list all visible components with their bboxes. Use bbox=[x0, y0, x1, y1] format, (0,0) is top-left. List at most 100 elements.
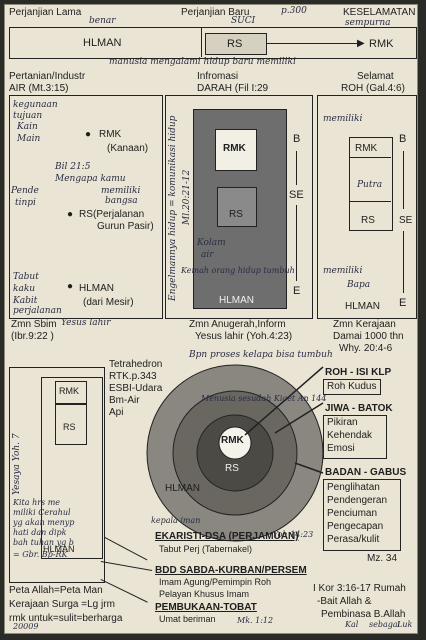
jiwa-box bbox=[323, 415, 387, 459]
col1-rmk-sub: (Kanaan) bbox=[107, 143, 149, 154]
concentric-rings bbox=[146, 364, 324, 542]
api-label: Api bbox=[109, 407, 124, 418]
col3-b-label: B bbox=[399, 133, 407, 145]
ring-rs-label: RS bbox=[225, 463, 239, 474]
jiwa-item-0: Pikiran bbox=[327, 417, 358, 428]
hw-yoh: Yoh 14:23 bbox=[273, 530, 314, 539]
col1-rs-label: RS bbox=[79, 209, 93, 220]
leader-ekaristi bbox=[104, 537, 148, 561]
hw-bl-note-4: bah tuhan yg b bbox=[13, 538, 74, 547]
col2-arrow-lower bbox=[296, 205, 297, 281]
col2-b-label: B bbox=[293, 133, 301, 145]
col3-frame bbox=[317, 95, 417, 319]
hw-col1-note-3: Main bbox=[17, 134, 41, 144]
kor-label: I Kor 3:16-17 Rumah bbox=[313, 583, 406, 594]
col3-footer-3: Why. 20:4-6 bbox=[339, 343, 393, 354]
hw-col1-note-9: tinpi bbox=[15, 198, 36, 208]
col2-hlman-label: HLMAN bbox=[219, 295, 255, 306]
leader-jiwa bbox=[274, 402, 324, 434]
hw-col1-note-5: Mengapa kamu bbox=[55, 174, 126, 184]
ekaristi-label: EKARISTI-DSA (PERJAMUAN) bbox=[155, 531, 299, 542]
badan-label: BADAN - GABUS bbox=[325, 467, 407, 478]
hw-suci: SUCI bbox=[231, 16, 256, 26]
col2-rmk-box bbox=[215, 129, 257, 171]
col3-footer-2: Damai 1000 thn bbox=[333, 331, 404, 342]
bl-line-1: Peta Allah=Peta Man bbox=[9, 585, 103, 596]
col1-hlman-sub: (dari Mesir) bbox=[83, 297, 134, 308]
leader-bdd bbox=[100, 561, 153, 572]
roh-label: ROH - ISI KLP bbox=[325, 367, 392, 378]
top-rmk-label: RMK bbox=[369, 38, 394, 50]
hw-luk: Luk bbox=[397, 620, 413, 629]
hw-col1-note-6: memiliki bbox=[101, 186, 141, 196]
pelayan-label: Pelayan Khusus Imam bbox=[159, 589, 250, 599]
top-arrow-line bbox=[267, 43, 363, 44]
hw-col3-memiliki-2: memiliki bbox=[323, 266, 363, 276]
bl-line-3: rmk untuk=sulit=berharga bbox=[9, 613, 123, 624]
hw-col2-mid: Ml.20:21-12 bbox=[182, 169, 192, 225]
hw-col1-note-10: Tabut bbox=[13, 272, 39, 282]
col2-footer-1: Zmn Anugerah,Inform bbox=[189, 319, 286, 330]
col1-rs-sub-2: Gurun Pasir) bbox=[97, 221, 154, 232]
bottom-left-rmk-box bbox=[55, 381, 87, 405]
hw-col1-yesus: Yesus lahir bbox=[61, 318, 111, 328]
hw-bl-note-0: Kita hrs me bbox=[13, 498, 61, 507]
hw-col1-note-8: Pende bbox=[11, 186, 39, 196]
hw-kal: Kal bbox=[345, 620, 359, 629]
hw-bl-sign: 20009 bbox=[13, 622, 39, 631]
roh-sub: Roh Kudus bbox=[327, 381, 377, 392]
col2-rs-label: RS bbox=[229, 209, 243, 220]
col1-footer-1: Zmn Sbim bbox=[11, 319, 57, 330]
hw-col1-note-0: kegunaan bbox=[13, 100, 58, 110]
hw-col2-air: air bbox=[201, 250, 214, 260]
col2-arrow-upper bbox=[296, 151, 297, 185]
hw-bl-note-5: = Gbr. Bp-RK bbox=[13, 550, 68, 559]
badan-item-3: Pengecapan bbox=[327, 521, 384, 532]
col3-se-label: SE bbox=[399, 215, 413, 226]
col2-frame bbox=[165, 95, 313, 319]
esbi-label: ESBI-Udara bbox=[109, 383, 163, 394]
col1-rmk-label: RMK bbox=[99, 129, 122, 140]
col3-arrow-upper bbox=[403, 151, 404, 209]
col2-rmk-label: RMK bbox=[223, 143, 246, 154]
mz-label: Mz. 34 bbox=[367, 553, 398, 564]
col3-e-label: E bbox=[399, 297, 407, 309]
roh-box bbox=[323, 379, 381, 395]
top-rs-label: RS bbox=[227, 38, 243, 50]
col1-frame bbox=[9, 95, 163, 319]
hw-proses: Bpn proses kelapa bisa tumbuh bbox=[189, 350, 333, 360]
col3-inner-divider-1 bbox=[349, 157, 391, 158]
badan-item-2: Penciuman bbox=[327, 508, 378, 519]
hw-sebagai: sebagai bbox=[369, 620, 401, 629]
kor-label-3: Pembinasa B.Allah bbox=[321, 609, 406, 620]
col1-rmk-bullet: ● bbox=[85, 129, 92, 140]
bottom-left-rs-box bbox=[55, 403, 87, 445]
col1-title-1: Pertanian/Industr bbox=[9, 71, 86, 82]
col2-title-1: Infromasi bbox=[197, 71, 239, 82]
imam-label: Imam Agung/Pemimpin Roh bbox=[159, 577, 272, 587]
col2-e-label: E bbox=[293, 285, 301, 297]
hw-col1-note-11: kaku bbox=[13, 284, 36, 294]
hw-col2-vertical: Engelmannya hidup = komunikasi hidup bbox=[168, 115, 178, 301]
old-covenant-label: Perjanjian Lama bbox=[9, 7, 82, 18]
badan-item-4: Perasa/kulit bbox=[327, 534, 380, 545]
jiwa-item-2: Emosi bbox=[327, 443, 355, 454]
col1-title-2: AIR (Mt.3:15) bbox=[9, 83, 69, 94]
col1-hlman-bullet: ● bbox=[67, 281, 74, 292]
rtk-label: RTK.p.343 bbox=[109, 371, 157, 382]
col2-footer-2: Yesus lahir (Yoh.4:23) bbox=[195, 331, 293, 342]
col1-rs-bullet: ● bbox=[67, 209, 74, 220]
tetrahedron-label: Tetrahedron bbox=[109, 359, 163, 370]
hw-bl-note-1: miliki Cerahul bbox=[13, 508, 71, 517]
col2-rs-box bbox=[217, 187, 257, 227]
bottom-left-frame bbox=[9, 367, 105, 583]
hw-col1-note-13: perjalanan bbox=[13, 306, 62, 316]
kor-label-2: -Bait Allah & bbox=[317, 596, 372, 607]
hw-kepala: kepala iman bbox=[151, 516, 201, 525]
bl-line-2: Kerajaan Surga =Lg jrm bbox=[9, 599, 115, 610]
badan-item-0: Penglihatan bbox=[327, 482, 380, 493]
jiwa-item-1: Kehendak bbox=[327, 430, 373, 441]
hw-col1-note-2: Kain bbox=[17, 122, 38, 132]
bottom-left-hlman-label: HLMAN bbox=[43, 544, 75, 554]
hw-col2-kemah: Kemah orang hidup tumbuh bbox=[181, 266, 295, 275]
